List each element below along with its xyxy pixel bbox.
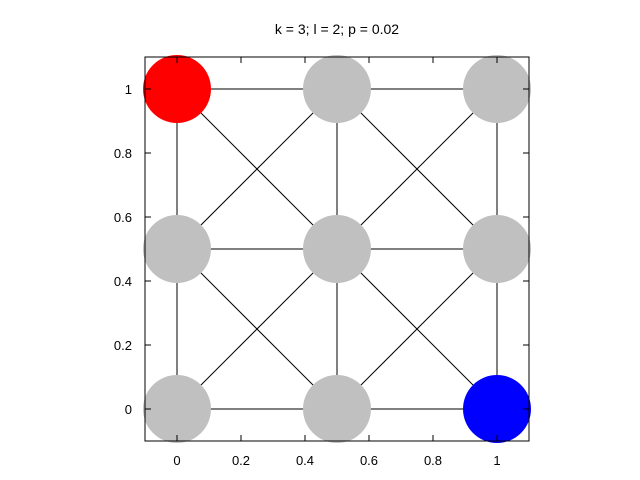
graph-node bbox=[143, 215, 211, 283]
y-tick-label: 0.8 bbox=[114, 146, 132, 161]
graph-node bbox=[143, 55, 211, 123]
edge-line bbox=[336, 248, 498, 410]
graph-node bbox=[463, 215, 531, 283]
y-tick-label: 0.2 bbox=[114, 338, 132, 353]
graph-node bbox=[143, 375, 211, 443]
x-tick-label: 0.2 bbox=[232, 453, 250, 468]
y-tick-label: 0.4 bbox=[114, 274, 132, 289]
x-tick-label: 0.4 bbox=[296, 453, 314, 468]
node-group bbox=[143, 55, 531, 443]
y-tick-label: 1 bbox=[125, 82, 132, 97]
edge-line bbox=[336, 88, 498, 250]
graph-node bbox=[463, 55, 531, 123]
x-tick-label: 1 bbox=[493, 453, 500, 468]
graph-node bbox=[303, 375, 371, 443]
y-tick-label: 0.6 bbox=[114, 210, 132, 225]
graph-node bbox=[463, 375, 531, 443]
plot-frame bbox=[144, 56, 530, 442]
edge-line bbox=[176, 88, 338, 250]
axis-ticks: 0 0.2 0.4 0.6 0.8 1 0 0.2 0.4 0.6 0.8 1 bbox=[114, 57, 529, 468]
graph-node bbox=[303, 215, 371, 283]
edge-line bbox=[176, 248, 338, 410]
x-tick-label: 0.6 bbox=[360, 453, 378, 468]
y-tick-label: 0 bbox=[125, 402, 132, 417]
chart-title: k = 3; l = 2; p = 0.02 bbox=[275, 21, 399, 37]
x-tick-label: 0 bbox=[173, 453, 180, 468]
x-tick-label: 0.8 bbox=[424, 453, 442, 468]
graph-node bbox=[303, 55, 371, 123]
